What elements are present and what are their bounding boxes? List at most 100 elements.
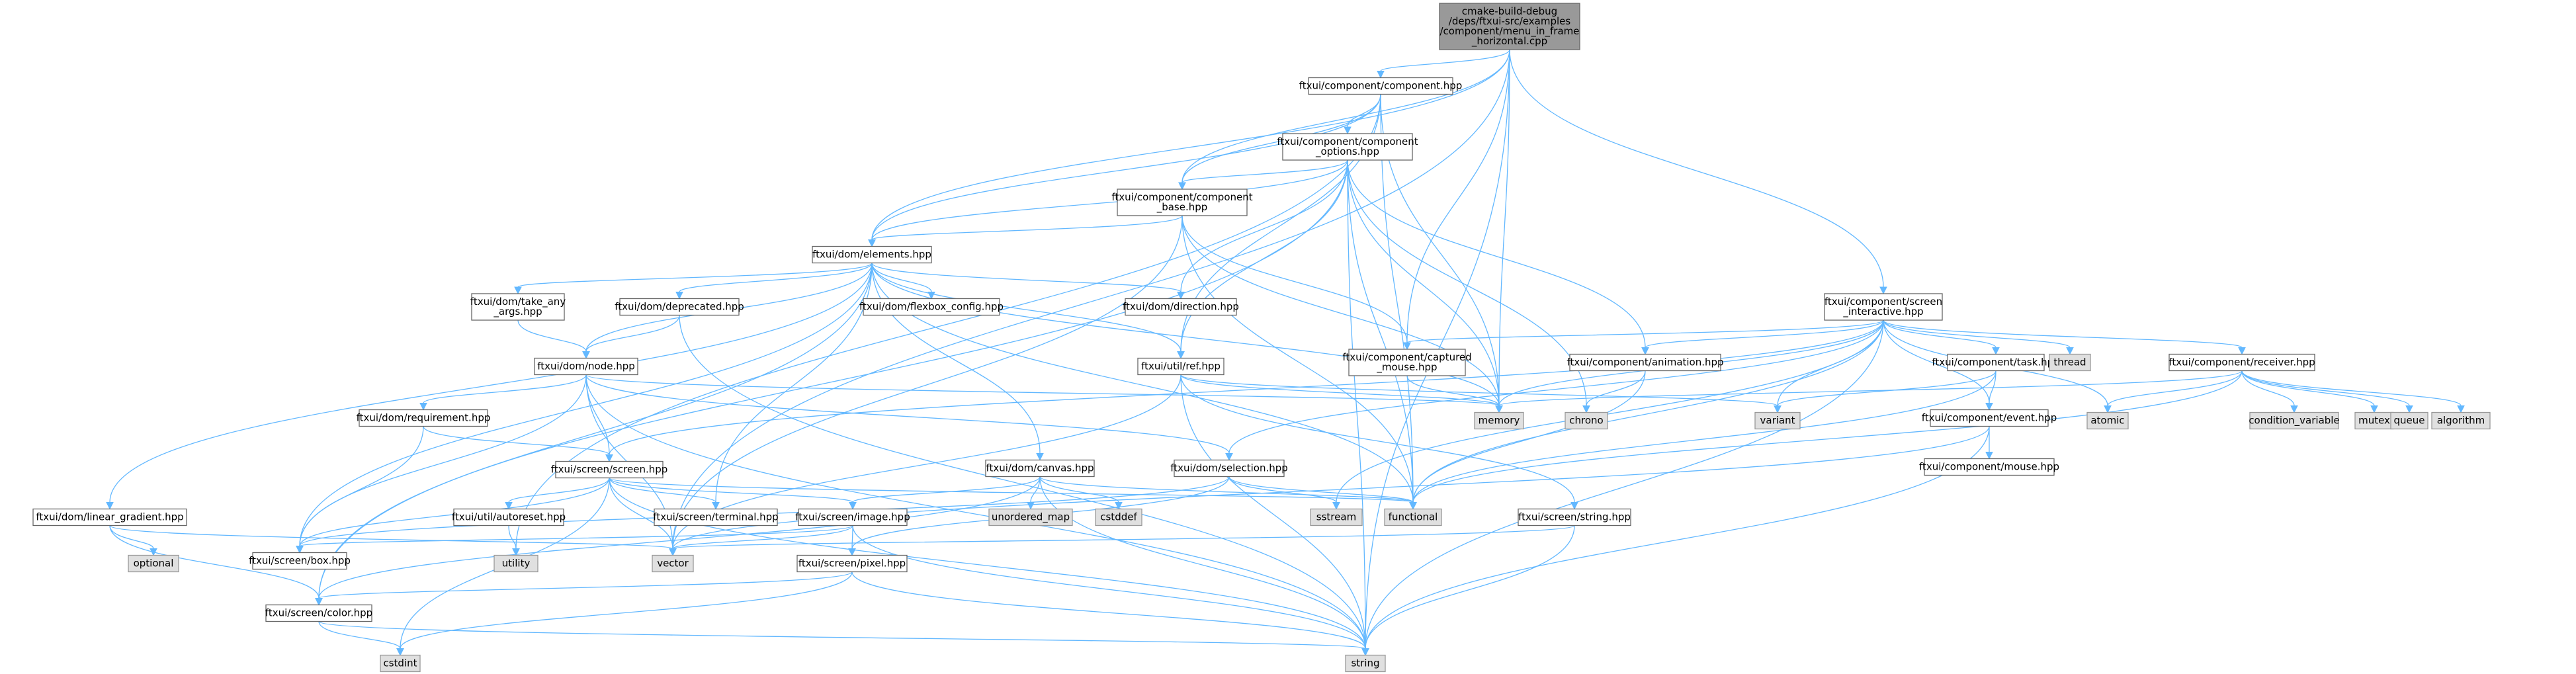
node-label-line: atomic — [2090, 415, 2124, 427]
node-component-base[interactable]: ftxui/component/component_base.hpp — [1111, 189, 1253, 216]
edge-line — [1228, 319, 1884, 454]
node-event[interactable]: ftxui/component/event.hpp — [1922, 409, 2057, 427]
node-elements[interactable]: ftxui/dom/elements.hpp — [812, 245, 932, 264]
node-string-hpp[interactable]: ftxui/screen/string.hpp — [1518, 508, 1631, 527]
node-mutex[interactable]: mutex — [2354, 411, 2394, 430]
node-utility[interactable]: utility — [494, 554, 538, 573]
node-canvas[interactable]: ftxui/dom/canvas.hpp — [985, 459, 1095, 478]
node-cstddef[interactable]: cstddef — [1095, 508, 1142, 527]
edge-component_options-to-string — [1347, 159, 1369, 656]
edge-component_options-to-color — [315, 159, 1348, 606]
edge-line — [1181, 49, 1510, 183]
edge-event-to-vector — [669, 426, 1990, 556]
node-requirement[interactable]: ftxui/dom/requirement.hpp — [357, 409, 491, 427]
edge-line — [423, 374, 587, 404]
node-label-line: ftxui/screen/screen.hpp — [551, 464, 668, 476]
edge-screen_interactive-to-thread — [1883, 319, 2074, 355]
node-box — [619, 298, 740, 316]
edge-elements-to-box — [296, 263, 873, 554]
edge-line — [871, 263, 932, 292]
node-root[interactable]: cmake-build-debug/deps/ftxui-src/example… — [1439, 3, 1580, 50]
node-direction[interactable]: ftxui/dom/direction.hpp — [1123, 298, 1239, 316]
node-box — [654, 508, 778, 527]
edge-line — [871, 215, 1183, 241]
node-component[interactable]: ftxui/component/component.hpp — [1299, 77, 1463, 95]
node-box[interactable]: ftxui/screen/box.hpp — [249, 552, 351, 570]
node-screen-interactive[interactable]: ftxui/component/screen_interactive.hpp — [1824, 293, 1943, 321]
node-component-options[interactable]: ftxui/component/component_options.hpp — [1277, 133, 1418, 161]
edge-line — [585, 374, 1366, 649]
node-box — [2086, 411, 2129, 430]
node-flexbox-config[interactable]: ftxui/dom/flexbox_config.hpp — [859, 298, 1004, 316]
node-optional[interactable]: optional — [128, 554, 179, 573]
edge-deprecated-to-node — [582, 315, 680, 359]
node-box — [1282, 133, 1413, 161]
edge-line — [871, 262, 1181, 293]
node-vector[interactable]: vector — [652, 554, 694, 573]
node-terminal[interactable]: ftxui/screen/terminal.hpp — [653, 508, 779, 527]
node-cstdint[interactable]: cstdint — [380, 654, 421, 673]
edge-task-to-event — [1985, 370, 1996, 411]
edge-captured_mouse-to-memory — [1406, 375, 1503, 413]
node-unordered-map[interactable]: unordered_map — [988, 508, 1073, 527]
edge-line — [2241, 370, 2462, 407]
edge-line — [2107, 370, 2243, 406]
edge-line — [318, 571, 853, 599]
edge-line — [1406, 319, 1884, 343]
edge-line — [1406, 49, 1510, 343]
node-label-line: _base.hpp — [1156, 201, 1208, 214]
node-label-line: ftxui/component/screen — [1825, 296, 1942, 308]
node-label-line: thread — [2053, 357, 2086, 368]
edge-screen_interactive-to-receiver — [1883, 319, 2246, 355]
edge-line — [1883, 319, 2243, 349]
edge-arrowhead — [1582, 405, 1590, 413]
node-chrono[interactable]: chrono — [1565, 411, 1608, 430]
edge-line — [852, 525, 1366, 649]
node-node[interactable]: ftxui/dom/node.hpp — [534, 357, 638, 376]
node-task[interactable]: ftxui/component/task.hpp — [1932, 353, 2060, 372]
node-autoreset[interactable]: ftxui/util/autoreset.hpp — [452, 508, 566, 527]
node-label-line: queue — [2394, 415, 2425, 427]
node-string[interactable]: string — [1345, 654, 1386, 673]
node-receiver[interactable]: ftxui/component/receiver.hpp — [2168, 353, 2315, 372]
edge-arrowhead — [1361, 648, 1369, 656]
node-linear-gradient[interactable]: ftxui/dom/linear_gradient.hpp — [32, 508, 187, 527]
node-thread[interactable]: thread — [2049, 353, 2091, 372]
node-memory[interactable]: memory — [1474, 411, 1524, 430]
edge-line — [1181, 159, 1348, 183]
node-functional[interactable]: functional — [1384, 508, 1442, 527]
edge-arrowhead — [315, 598, 323, 606]
node-atomic[interactable]: atomic — [2086, 411, 2129, 430]
node-ref[interactable]: ftxui/util/ref.hpp — [1137, 357, 1224, 376]
node-screen[interactable]: ftxui/screen/screen.hpp — [551, 460, 668, 479]
node-box — [380, 654, 421, 673]
node-label-line: cstddef — [1100, 511, 1137, 523]
edge-line — [1181, 215, 1408, 343]
edge-component_base-to-vector — [669, 215, 1183, 556]
node-box — [2390, 411, 2428, 430]
node-sstream[interactable]: sstream — [1310, 508, 1363, 527]
node-color[interactable]: ftxui/screen/color.hpp — [265, 604, 372, 622]
node-label-line: variant — [1760, 415, 1795, 427]
node-condition-variable[interactable]: condition_variable — [2249, 411, 2340, 430]
node-box — [988, 508, 1073, 527]
edge-line — [515, 94, 1381, 549]
node-variant[interactable]: variant — [1754, 411, 1801, 430]
edge-receiver-to-queue — [2241, 370, 2413, 413]
node-captured-mouse[interactable]: ftxui/component/captured_mouse.hpp — [1342, 349, 1472, 376]
node-mouse[interactable]: ftxui/component/mouse.hpp — [1919, 458, 2059, 476]
edge-component_options-to-component_base — [1178, 159, 1348, 190]
node-take-any-args[interactable]: ftxui/dom/take_any_args.hpp — [470, 293, 566, 321]
node-box — [252, 552, 347, 570]
node-algorithm[interactable]: algorithm — [2431, 411, 2491, 430]
node-animation[interactable]: ftxui/component/animation.hpp — [1567, 353, 1724, 372]
node-selection[interactable]: ftxui/dom/selection.hpp — [1170, 459, 1288, 478]
node-deprecated[interactable]: ftxui/dom/deprecated.hpp — [615, 298, 744, 316]
node-image[interactable]: ftxui/screen/image.hpp — [795, 508, 910, 527]
edge-line — [1412, 370, 1646, 503]
node-label-line: ftxui/dom/linear_gradient.hpp — [36, 511, 183, 524]
node-queue[interactable]: queue — [2390, 411, 2428, 430]
node-label-line: ftxui/dom/selection.hpp — [1170, 462, 1288, 474]
node-pixel[interactable]: ftxui/screen/pixel.hpp — [796, 554, 908, 573]
edge-line — [1989, 370, 1996, 403]
